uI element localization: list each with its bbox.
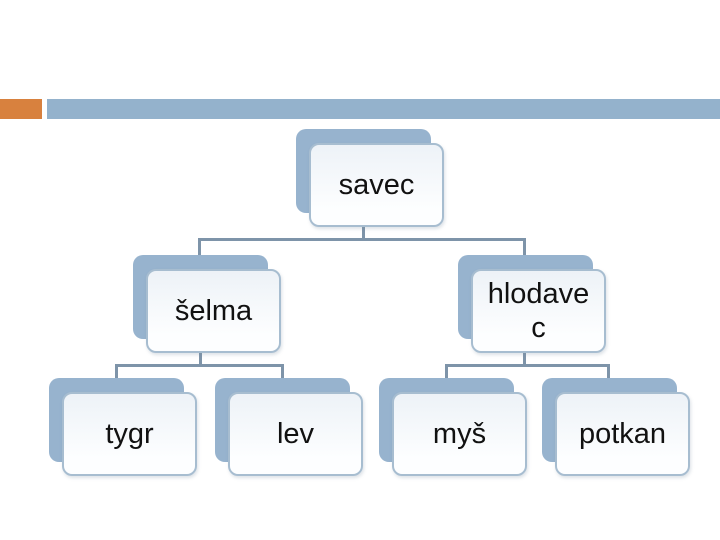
accent-bar-orange: [0, 99, 42, 119]
node-label: potkan: [578, 418, 667, 450]
node-label: lev: [276, 418, 315, 450]
node-potkan[interactable]: potkan: [542, 378, 691, 477]
node-label: šelma: [174, 295, 253, 327]
node-card: hlodave c: [471, 269, 606, 353]
connector-selma-horizontal: [115, 364, 284, 367]
connector-drop-lev: [281, 364, 284, 379]
node-mys[interactable]: myš: [379, 378, 528, 477]
connector-drop-tygr: [115, 364, 118, 379]
node-hlodavec[interactable]: hlodave c: [458, 255, 607, 354]
node-label: myš: [432, 418, 487, 450]
connector-hlodavec-stem: [523, 353, 526, 367]
node-card: savec: [309, 143, 444, 227]
header-bar-blue: [47, 99, 720, 119]
connector-level1-horizontal: [198, 238, 526, 241]
connector-drop-selma: [198, 238, 201, 256]
connector-drop-mys: [445, 364, 448, 379]
node-label: tygr: [105, 418, 154, 450]
node-label: savec: [338, 169, 415, 201]
node-card: tygr: [62, 392, 197, 476]
connector-drop-hlodavec: [523, 238, 526, 256]
connector-hlodavec-horizontal: [445, 364, 610, 367]
node-lev[interactable]: lev: [215, 378, 364, 477]
node-tygr[interactable]: tygr: [49, 378, 198, 477]
node-card: myš: [392, 392, 527, 476]
node-savec[interactable]: savec: [296, 129, 445, 228]
node-card: lev: [228, 392, 363, 476]
node-selma[interactable]: šelma: [133, 255, 282, 354]
connector-savec-stem: [362, 227, 365, 240]
node-label: hlodave c: [487, 278, 590, 344]
connector-selma-stem: [199, 353, 202, 367]
connector-drop-potkan: [607, 364, 610, 379]
node-card: šelma: [146, 269, 281, 353]
node-card: potkan: [555, 392, 690, 476]
